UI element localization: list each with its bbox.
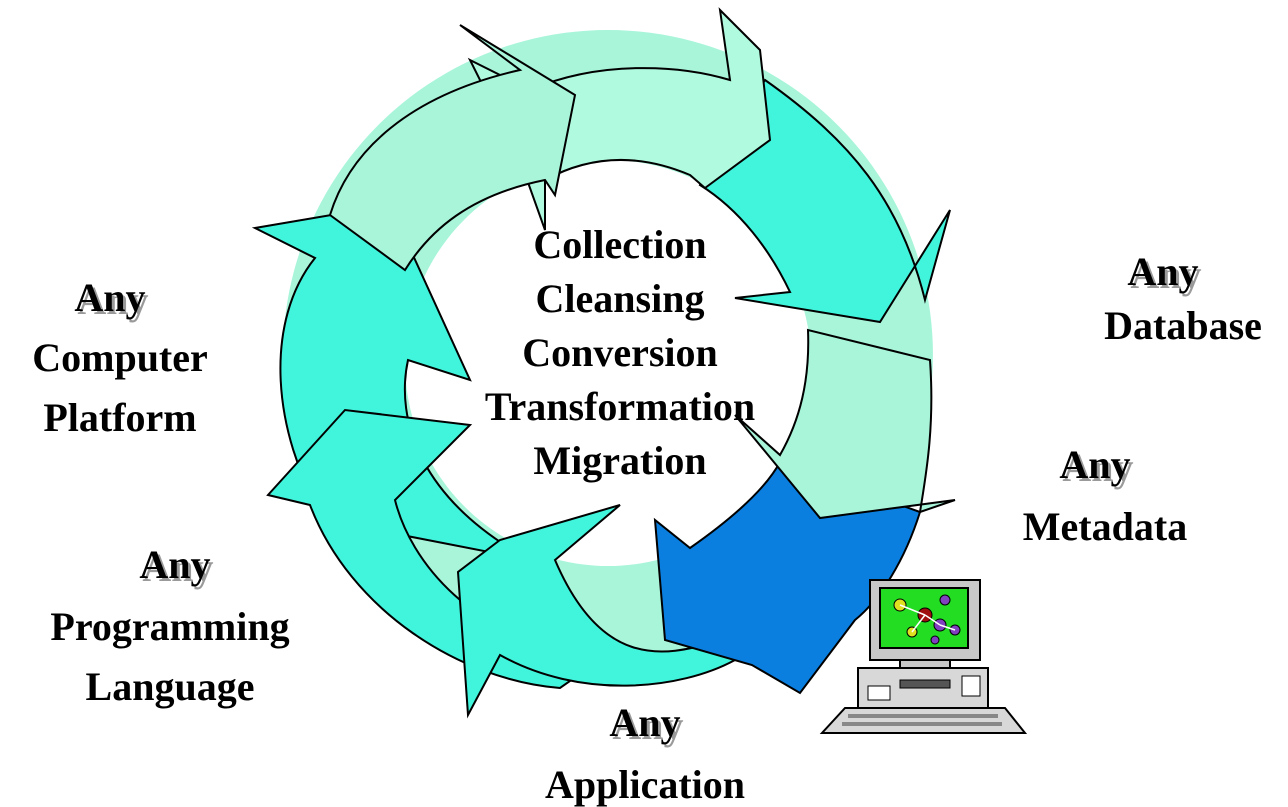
label-programming-line1: Programming bbox=[50, 604, 290, 649]
label-application-text: Application bbox=[544, 762, 746, 807]
label-application: Any Application bbox=[520, 703, 770, 805]
step-cleansing: Cleansing bbox=[535, 276, 705, 321]
label-database-any: Any bbox=[1127, 249, 1199, 294]
label-programming-any: Any bbox=[139, 542, 211, 587]
label-metadata-text: Metadata bbox=[1022, 504, 1188, 549]
step-transformation: Transformation bbox=[484, 384, 756, 429]
step-migration: Migration bbox=[533, 438, 707, 483]
arrow-top-left bbox=[328, 24, 577, 272]
arrow-bottom bbox=[456, 504, 737, 719]
label-platform-line2: Platform bbox=[43, 395, 197, 440]
label-application-any: Any bbox=[609, 700, 681, 745]
label-metadata-any: Any bbox=[1059, 442, 1131, 487]
step-collection: Collection bbox=[533, 222, 707, 267]
label-programming-line2: Language bbox=[85, 664, 255, 709]
label-computer-platform: Any Computer Platform bbox=[5, 278, 235, 438]
label-metadata: Any Metadata bbox=[1000, 445, 1210, 547]
label-platform-any: Any bbox=[74, 275, 146, 320]
process-steps-list: Collection Cleansing Conversion Transfor… bbox=[464, 218, 776, 488]
label-database-text: Database bbox=[1104, 303, 1262, 348]
step-conversion: Conversion bbox=[522, 330, 718, 375]
arrow-blue bbox=[653, 460, 922, 695]
label-database: Any Database bbox=[1085, 252, 1281, 346]
arrow-right-lower bbox=[734, 328, 956, 520]
label-platform-line1: Computer bbox=[32, 335, 208, 380]
label-programming-language: Any Programming Language bbox=[10, 545, 330, 707]
desktop-computer-icon bbox=[819, 579, 1028, 734]
